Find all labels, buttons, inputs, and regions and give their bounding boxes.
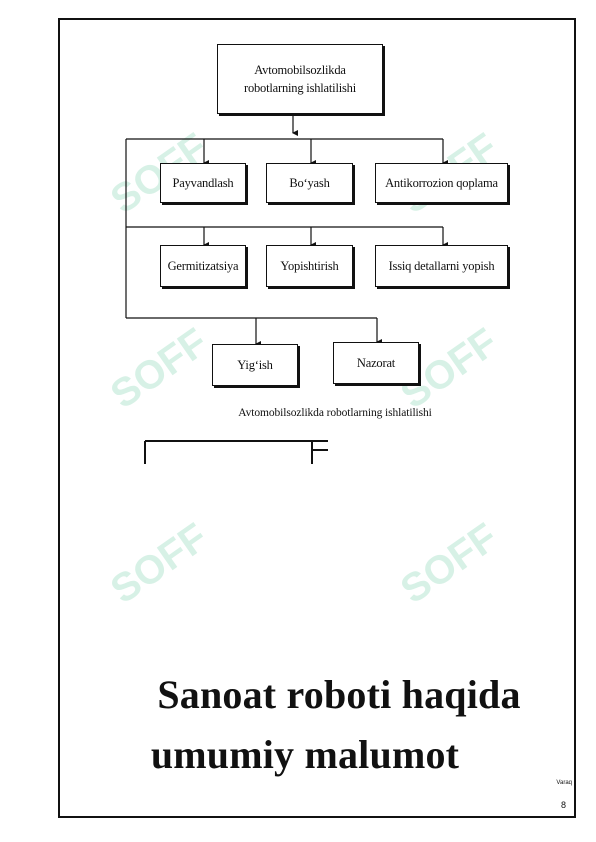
sheet-label: Varaq [556, 780, 572, 786]
diagram-root-label: Avtomobilsozlikda robotlarning ishlatili… [243, 62, 356, 95]
diagram-box: Nazorat [333, 342, 419, 384]
diagram-box: Issiq detallarni yopish [375, 245, 508, 287]
page-frame [58, 18, 576, 818]
diagram-root-box: Avtomobilsozlikda robotlarning ishlatili… [217, 44, 383, 114]
watermark: SOFF [393, 515, 506, 610]
diagram-box: Yig‘ish [212, 344, 298, 386]
watermark: SOFF [103, 515, 216, 610]
diagram-box-label: Payvandlash [172, 175, 234, 190]
diagram-box-label: Germitizatsiya [167, 258, 239, 273]
diagram-box-label: Bo‘yash [289, 175, 330, 190]
page-title-line-1: Sanoat roboti haqida [157, 672, 521, 717]
figure-caption: Avtomobilsozlikda robotlarning ishlatili… [238, 407, 432, 419]
diagram-box-label: Antikorrozion qoplama [385, 175, 498, 190]
diagram-box: Payvandlash [160, 163, 246, 203]
diagram-box-label: Issiq detallarni yopish [388, 258, 495, 273]
watermark: SOFF [103, 320, 216, 415]
page-title-line-2: umumiy malumot [150, 732, 460, 777]
diagram-box: Bo‘yash [266, 163, 353, 203]
diagram-box: Yopishtirish [266, 245, 353, 287]
diagram-box: Antikorrozion qoplama [375, 163, 508, 203]
diagram-box: Germitizatsiya [160, 245, 246, 287]
diagram-box-label: Nazorat [356, 355, 396, 370]
diagram-box-label: Yopishtirish [280, 258, 339, 273]
diagram-box-label: Yig‘ish [237, 357, 273, 372]
bracket-line [144, 440, 328, 464]
page-number: 8 [560, 800, 566, 810]
